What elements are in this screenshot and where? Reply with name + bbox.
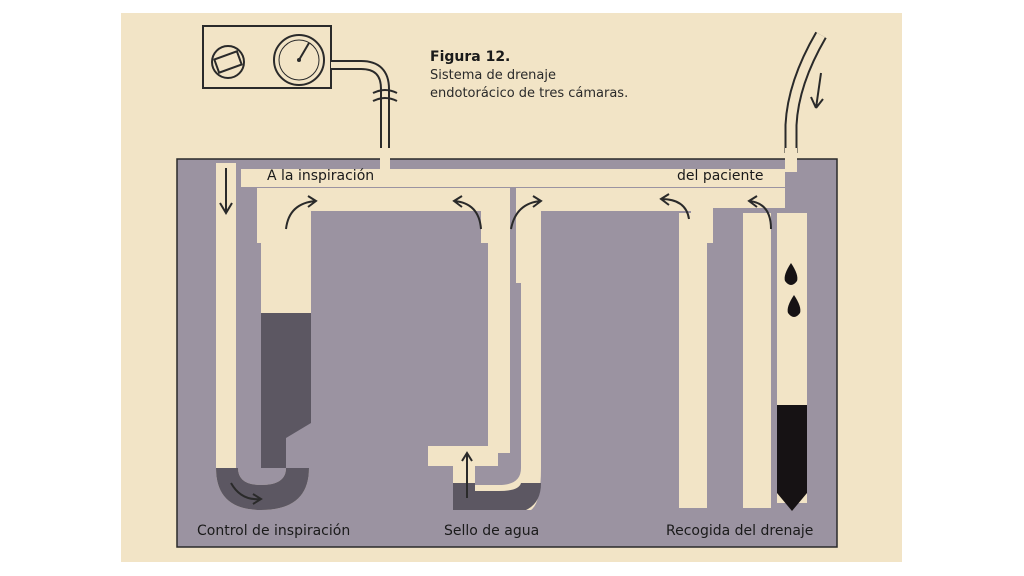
caption-line-2: endotorácico de tres cámaras. — [430, 86, 628, 101]
caption-title: Figura 12. — [430, 49, 510, 65]
figure: A la inspiración del paciente Control de… — [121, 13, 902, 562]
suction-regulator — [202, 25, 398, 148]
suction-label: A la inspiración — [267, 168, 374, 184]
patient-label: del paciente — [677, 168, 763, 184]
drainage-diagram: A la inspiración del paciente Control de… — [176, 25, 838, 548]
collection-label: Recogida del drenaje — [666, 523, 813, 539]
flow-arrow-icon — [219, 168, 772, 505]
collected-drainage — [777, 405, 807, 511]
water-seal-label: Sello de agua — [444, 523, 539, 539]
regulator-valve-icon — [211, 45, 245, 79]
suction-control-fluid — [216, 313, 311, 510]
hose-break — [372, 89, 398, 102]
flow-arrow-icon — [810, 72, 824, 109]
caption-line-1: Sistema de drenaje — [430, 68, 556, 83]
water-seal-fluid — [453, 483, 541, 510]
patient-tube — [784, 31, 827, 153]
pressure-gauge-icon — [273, 34, 325, 86]
suction-control-label: Control de inspiración — [197, 523, 350, 539]
drop-icon — [784, 263, 801, 317]
